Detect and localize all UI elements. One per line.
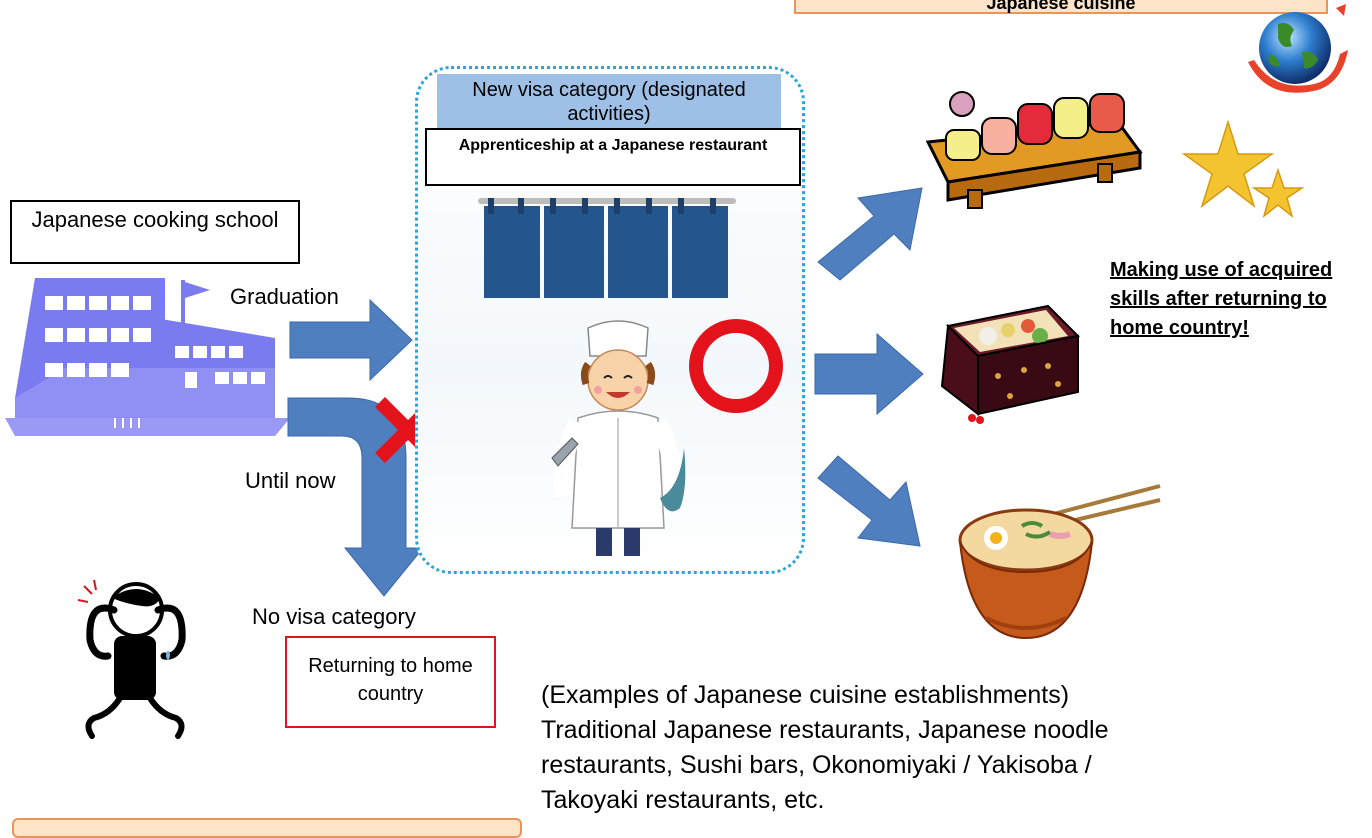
chef-icon bbox=[551, 320, 686, 556]
returning-home-box: Returning to home country bbox=[285, 636, 496, 728]
approval-circle-icon bbox=[689, 319, 783, 413]
school-building-icon bbox=[5, 278, 290, 436]
arrow-to-bento bbox=[814, 332, 924, 416]
school-title-box: Japanese cooking school bbox=[10, 200, 300, 264]
globe-icon bbox=[1248, 4, 1348, 93]
graduation-arrow bbox=[289, 298, 413, 382]
apprenticeship-box: Apprenticeship at a Japanese restaurant bbox=[425, 128, 801, 186]
no-visa-label: No visa category bbox=[252, 604, 416, 629]
sushi-icon bbox=[925, 91, 1143, 209]
outcome-text: Making use of acquired skills after retu… bbox=[1110, 259, 1333, 339]
worried-person-icon bbox=[77, 579, 186, 739]
arrow-to-noodles bbox=[817, 455, 921, 547]
top-banner: Japanese cuisine bbox=[794, 0, 1328, 14]
noren-curtain-icon bbox=[478, 198, 736, 298]
bottom-box-partial bbox=[12, 818, 522, 838]
until-now-label: Until now bbox=[245, 468, 336, 493]
arrow-to-sushi bbox=[817, 187, 923, 281]
stars-icon bbox=[1181, 119, 1305, 219]
visa-header: New visa category (designated activities… bbox=[437, 74, 781, 132]
visa-header-text: New visa category (designated activities… bbox=[472, 79, 746, 125]
school-title: Japanese cooking school bbox=[31, 207, 279, 232]
bento-box-icon bbox=[940, 304, 1081, 424]
examples-body: Traditional Japanese restaurants, Japane… bbox=[541, 716, 1109, 814]
graduation-label: Graduation bbox=[230, 284, 339, 309]
noodle-bowl-icon bbox=[958, 484, 1161, 640]
returning-home-text: Returning to home country bbox=[308, 655, 473, 705]
top-banner-text: Japanese cuisine bbox=[986, 0, 1136, 13]
apprenticeship-text: Apprenticeship at a Japanese restaurant bbox=[458, 137, 768, 154]
examples-heading: (Examples of Japanese cuisine establishm… bbox=[541, 681, 1070, 709]
